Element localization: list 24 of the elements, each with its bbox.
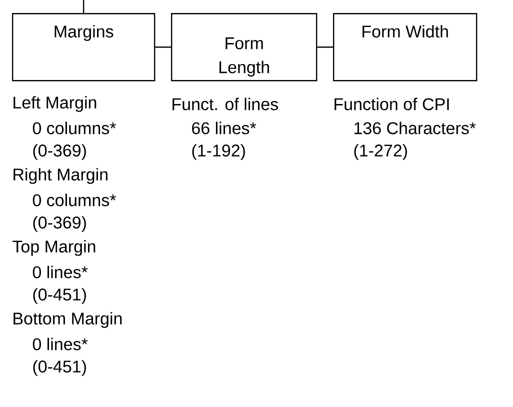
setting-text: Function of CPI xyxy=(334,98,449,110)
setting-text: (0-369) xyxy=(33,216,86,232)
setting-text: 0 columns* xyxy=(32,194,116,206)
setting-text: 0 lines* xyxy=(32,338,88,350)
setting-text: (0-369) xyxy=(33,144,86,160)
setting-text: (1-272) xyxy=(354,144,407,160)
menu-box: Form Length xyxy=(171,13,318,82)
setting-text: 0 columns* xyxy=(32,122,116,134)
setting-text: 0 lines* xyxy=(32,266,88,278)
connector-line xyxy=(317,46,333,48)
setting-text: Funct. of lines xyxy=(172,98,278,110)
setting-text: Right Margin xyxy=(14,168,108,184)
setting-text: Bottom Margin xyxy=(14,312,122,328)
menu-box: Margins xyxy=(12,13,156,82)
setting-text: (1-192) xyxy=(192,144,245,160)
connector-line xyxy=(83,0,84,13)
setting-text: Top Margin xyxy=(12,240,96,256)
setting-text: 136 Characters* xyxy=(354,122,476,134)
menu-box: Form Width xyxy=(333,13,478,82)
setting-text: (0-451) xyxy=(33,288,86,304)
setting-text: Left Margin xyxy=(14,96,96,112)
connector-line xyxy=(155,46,171,48)
setting-text: (0-451) xyxy=(33,360,86,376)
setting-text: 66 lines* xyxy=(192,122,256,134)
